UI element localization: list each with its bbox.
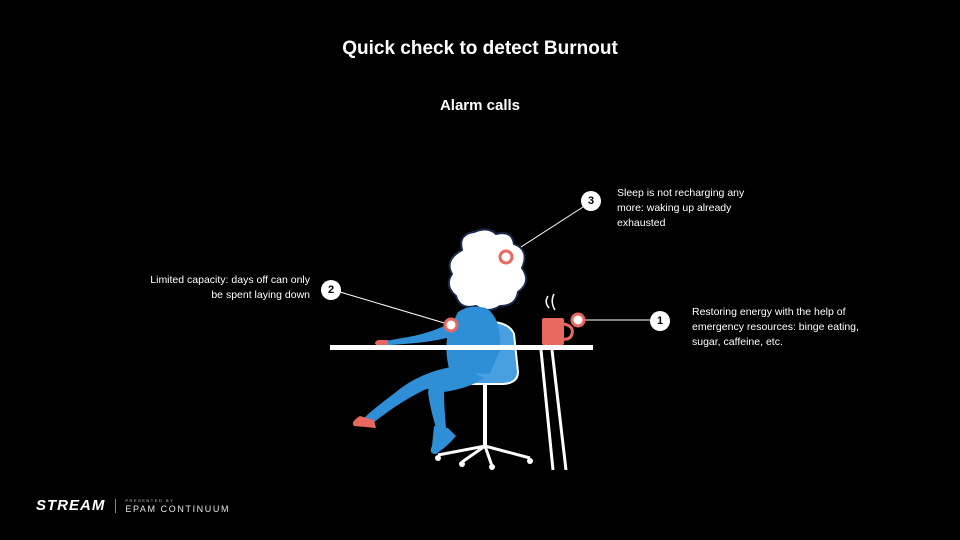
hotspot-head (498, 249, 514, 265)
footer-branding: STREAM PRESENTED BY EPAM CONTINUUM (36, 497, 230, 514)
callout-badge-3: 3 (581, 191, 601, 211)
coffee-mug (542, 293, 574, 345)
desk (330, 345, 593, 471)
callout-text-2: Limited capacity: days off can only be s… (150, 274, 310, 301)
torso (446, 306, 501, 374)
hair (447, 228, 528, 311)
leg-right (428, 370, 484, 428)
callout-text-3: Sleep is not recharging any more: waking… (617, 187, 745, 229)
callout-badge-1: 1 (650, 311, 670, 331)
brand-name: EPAM CONTINUUM (125, 503, 231, 514)
page-title: Quick check to detect Burnout (342, 38, 618, 59)
callout-badge-2: 2 (321, 280, 341, 300)
leader-line-2 (339, 291, 452, 326)
hotspot-arm (443, 317, 459, 333)
arm (380, 322, 462, 346)
section-subtitle: Alarm calls (439, 97, 521, 114)
foot-left (352, 416, 376, 428)
stream-logo: STREAM (36, 497, 106, 514)
shoe-right (430, 426, 456, 454)
callout-text-1: Restoring energy with the help of emerge… (692, 306, 859, 348)
hand (375, 340, 388, 346)
presented-by-label: PRESENTED BY (125, 497, 175, 503)
footer-divider (115, 498, 117, 513)
brand-block: PRESENTED BY EPAM CONTINUUM (125, 498, 230, 514)
hotspot-mug (570, 312, 586, 328)
